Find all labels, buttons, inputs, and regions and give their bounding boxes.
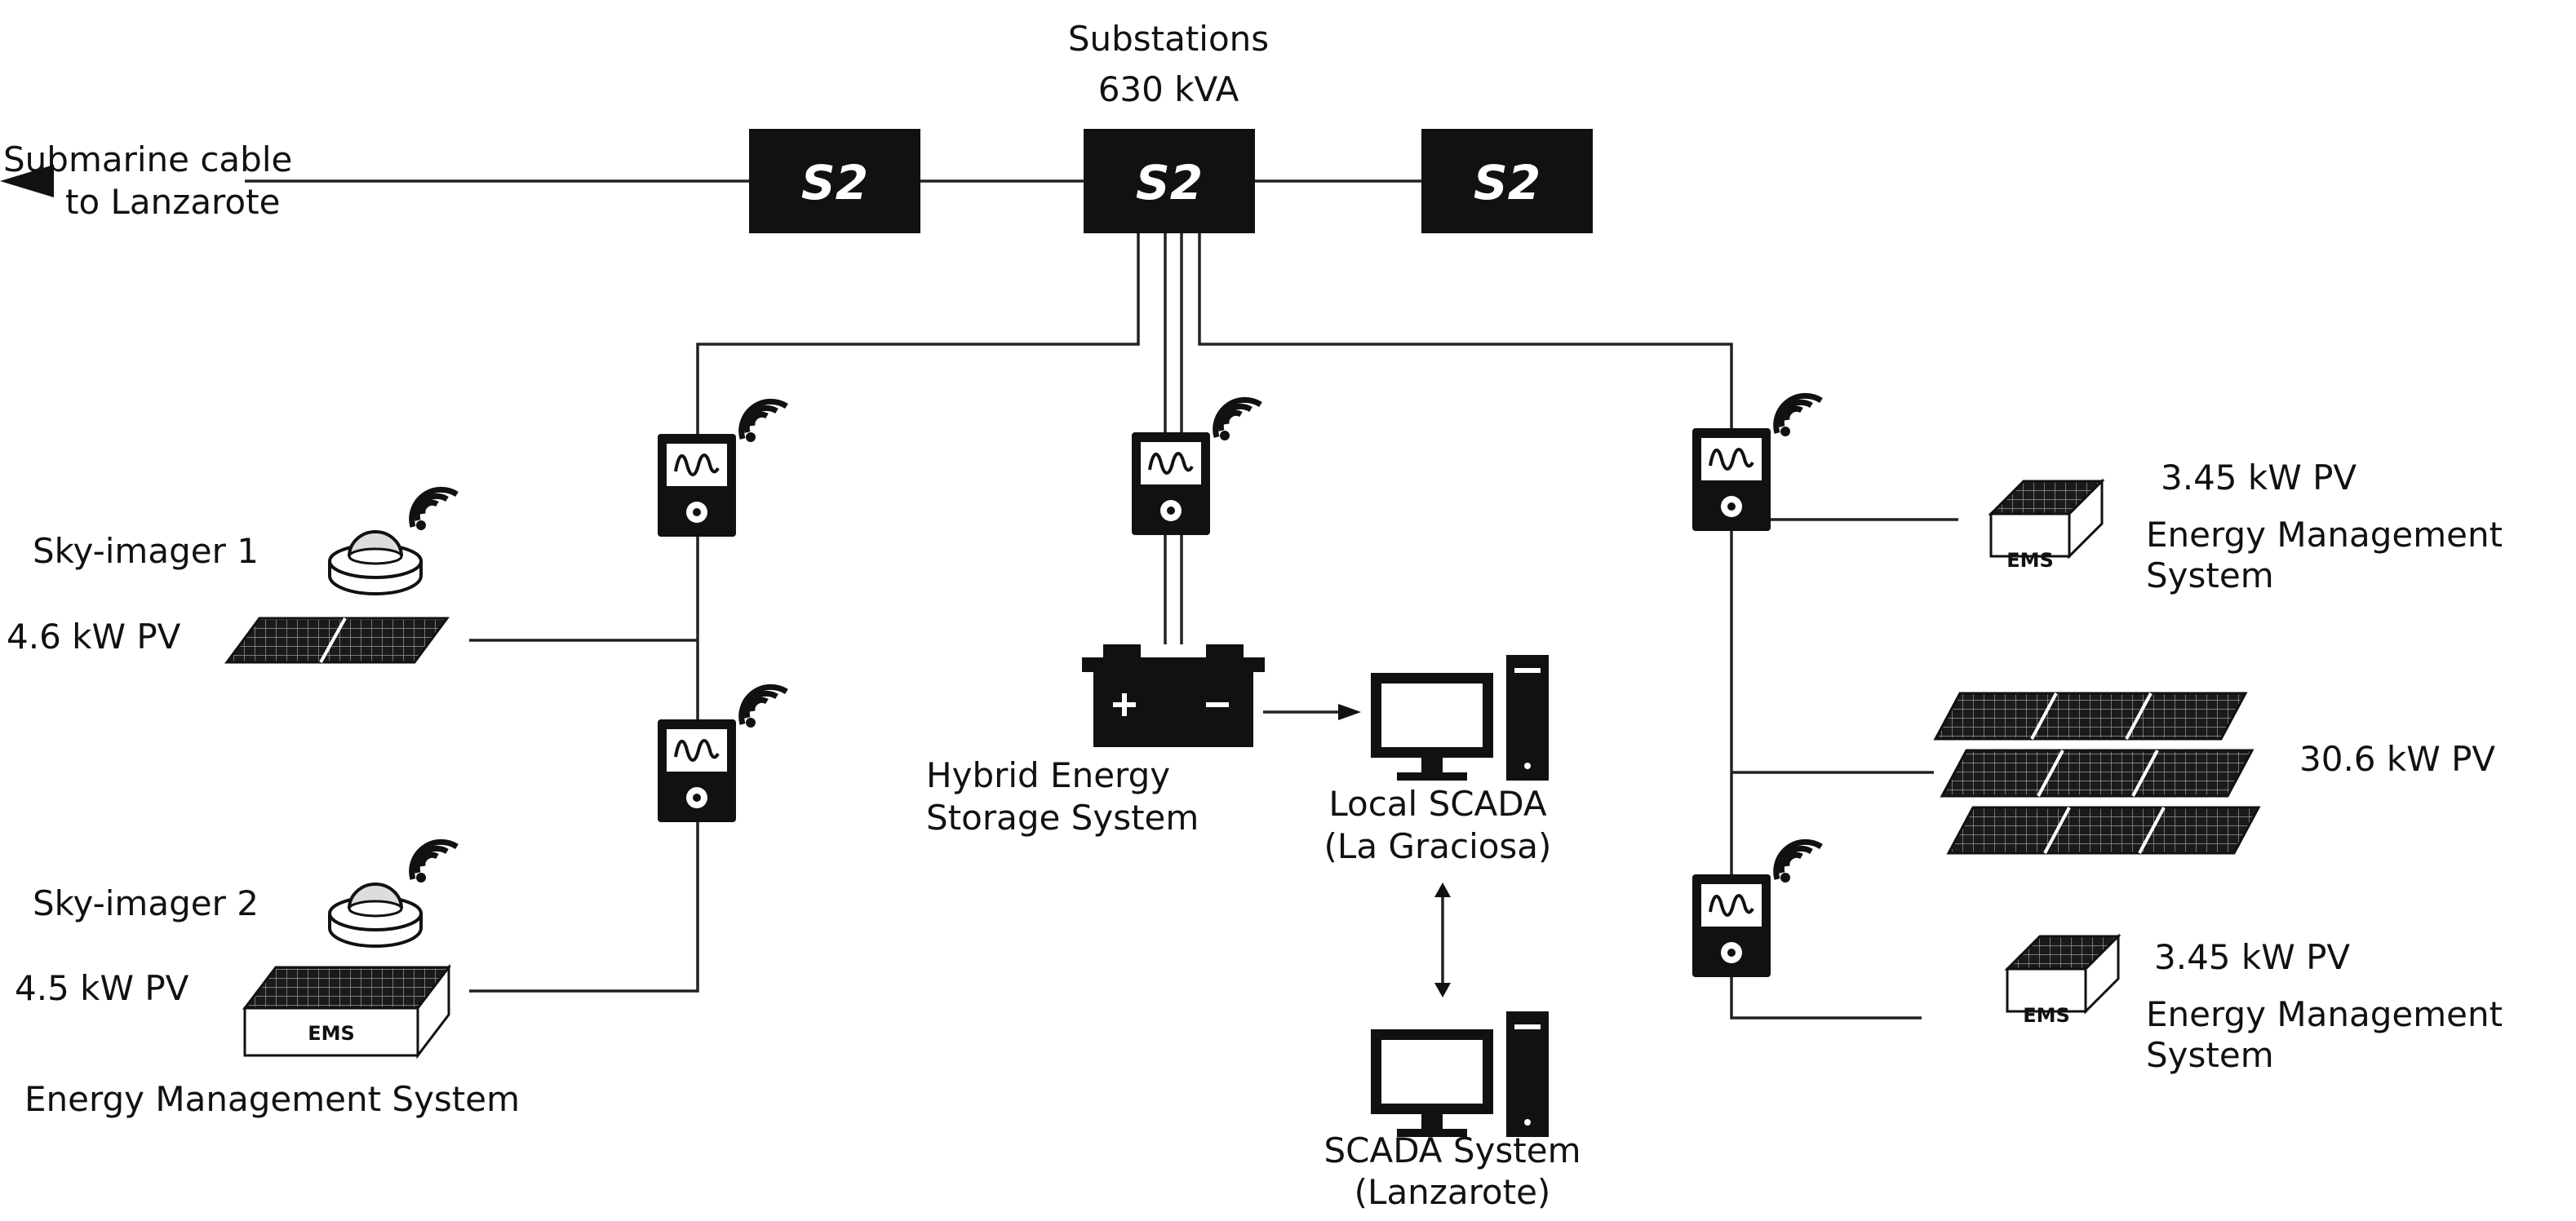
substation-right — [1421, 129, 1593, 233]
storage-scada-arrowhead — [1338, 704, 1361, 720]
local-scada-computer-icon — [1371, 655, 1549, 781]
meter-center-icon — [1130, 431, 1212, 537]
ems-left-label: Energy Management System — [24, 1079, 520, 1119]
wifi-sky-imager-1-icon — [412, 489, 457, 530]
submarine-label-2: to Lanzarote — [65, 182, 280, 222]
local-scada-label-2: (La Graciosa) — [1324, 826, 1552, 866]
ems-right-bottom-badge: EMS — [2023, 1004, 2070, 1027]
pv-array-label: 30.6 kW PV — [2299, 739, 2495, 779]
wifi-left-bottom-icon — [742, 687, 787, 728]
ems-right-bottom-box — [2006, 935, 2120, 1013]
ems-right-top-badge: EMS — [2006, 549, 2054, 572]
meter-right-top-icon — [1691, 427, 1772, 533]
sky-imager-1-icon — [328, 530, 423, 595]
scada-arrow-up — [1434, 883, 1451, 897]
sky-imager-1-label: Sky-imager 1 — [33, 531, 259, 571]
sky-imager-2-icon — [328, 883, 423, 948]
meter-left-bottom-icon — [656, 718, 738, 824]
meter-left-top-icon — [656, 432, 738, 538]
wifi-right-top-icon — [1776, 396, 1821, 436]
substation-right-label: S2 — [1474, 155, 1541, 210]
pv-array-panels — [1933, 692, 2261, 855]
scada-arrow-down — [1434, 983, 1451, 998]
ems-right-top-label-2: System — [2146, 555, 2274, 595]
storage-label-2: Storage System — [926, 798, 1199, 838]
scada-computer-icon — [1371, 1011, 1549, 1137]
ems-left-box — [242, 963, 452, 1060]
pv-1-panel — [224, 617, 450, 664]
pv-right-bottom-label: 3.45 kW PV — [2154, 937, 2350, 977]
submarine-arrow — [0, 165, 54, 197]
substation-center — [1084, 129, 1255, 233]
meter-right-bottom-icon — [1691, 873, 1772, 979]
left-feeder — [469, 232, 1140, 993]
pv-right-top-label: 3.45 kW PV — [2161, 458, 2357, 498]
scada-label-2: (Lanzarote) — [1355, 1172, 1551, 1212]
substation-left-label: S2 — [801, 155, 868, 210]
storage-label-1: Hybrid Energy — [926, 755, 1170, 795]
ems-left-badge: EMS — [308, 1022, 355, 1045]
sky-imager-2-label: Sky-imager 2 — [33, 883, 259, 923]
ems-right-top-box — [1989, 480, 2104, 558]
wifi-sky-imager-2-icon — [412, 842, 457, 883]
substation-center-label: S2 — [1136, 155, 1203, 210]
ems-right-top-label-1: Energy Management — [2146, 515, 2503, 555]
local-scada-label-1: Local SCADA — [1328, 784, 1547, 824]
pv-1-label: 4.6 kW PV — [7, 617, 181, 657]
substations-title: Substations — [1068, 19, 1269, 59]
wifi-right-bottom-icon — [1776, 842, 1821, 883]
battery-icon — [1082, 644, 1265, 747]
wifi-center-icon — [1216, 400, 1261, 440]
substations-rating: 630 kVA — [1098, 69, 1239, 109]
scada-label-1: SCADA System — [1323, 1130, 1581, 1170]
pv-2-label: 4.5 kW PV — [15, 968, 189, 1008]
submarine-label-1: Submarine cable — [3, 139, 292, 179]
right-feeder — [1198, 232, 1922, 1020]
wifi-left-top-icon — [742, 401, 787, 442]
ems-right-bottom-label-2: System — [2146, 1035, 2274, 1075]
ems-right-bottom-label-1: Energy Management — [2146, 994, 2503, 1034]
substation-left — [749, 129, 920, 233]
